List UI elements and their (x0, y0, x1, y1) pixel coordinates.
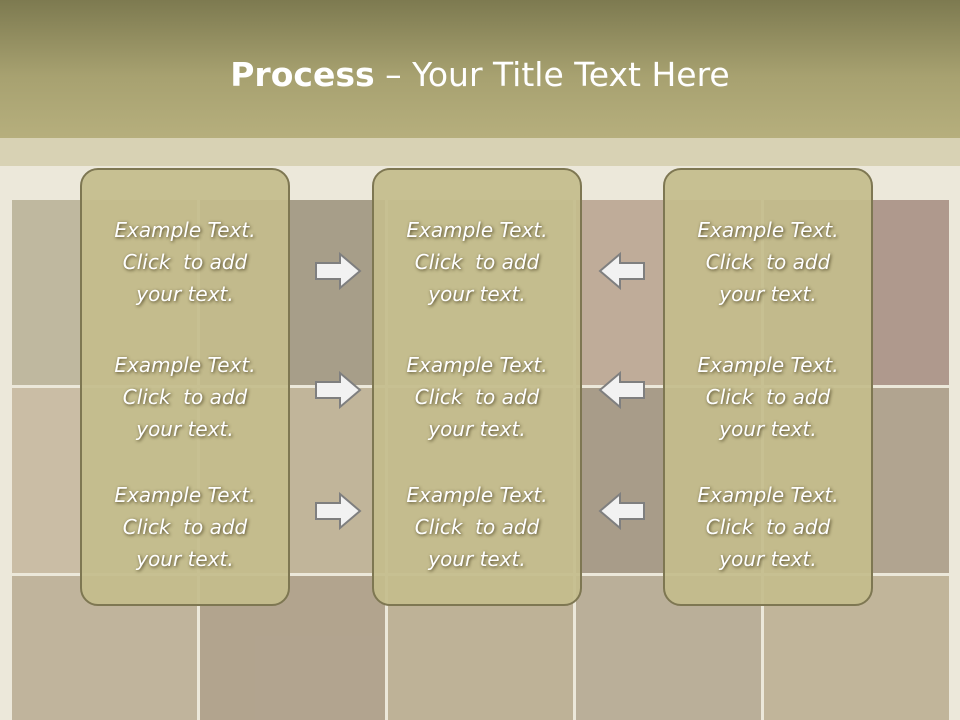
right-arrow-icon (315, 251, 362, 291)
title-band (0, 138, 960, 166)
panel-text[interactable]: Example Text. Click to add your text. (697, 483, 839, 571)
left-arrow-icon (598, 370, 645, 410)
left-arrow-icon (598, 251, 645, 291)
process-panel-center[interactable]: Example Text. Click to add your text. Ex… (372, 168, 582, 606)
right-arrow-icon (315, 491, 362, 531)
left-arrow-icon (598, 491, 645, 531)
panel-text[interactable]: Example Text. Click to add your text. (406, 218, 548, 306)
title-rest: – Your Title Text Here (374, 55, 730, 94)
process-panel-right[interactable]: Example Text. Click to add your text. Ex… (663, 168, 873, 606)
right-arrow-icon (315, 370, 362, 410)
slide-title[interactable]: Process – Your Title Text Here (0, 52, 960, 98)
panel-text[interactable]: Example Text. Click to add your text. (406, 483, 548, 571)
panel-text[interactable]: Example Text. Click to add your text. (697, 218, 839, 306)
panel-text[interactable]: Example Text. Click to add your text. (114, 353, 256, 441)
panel-text[interactable]: Example Text. Click to add your text. (114, 483, 256, 571)
panel-text[interactable]: Example Text. Click to add your text. (697, 353, 839, 441)
title-bold: Process (230, 55, 375, 94)
title-bar (0, 0, 960, 138)
panel-text[interactable]: Example Text. Click to add your text. (406, 353, 548, 441)
panel-text[interactable]: Example Text. Click to add your text. (114, 218, 256, 306)
process-panel-left[interactable]: Example Text. Click to add your text. Ex… (80, 168, 290, 606)
